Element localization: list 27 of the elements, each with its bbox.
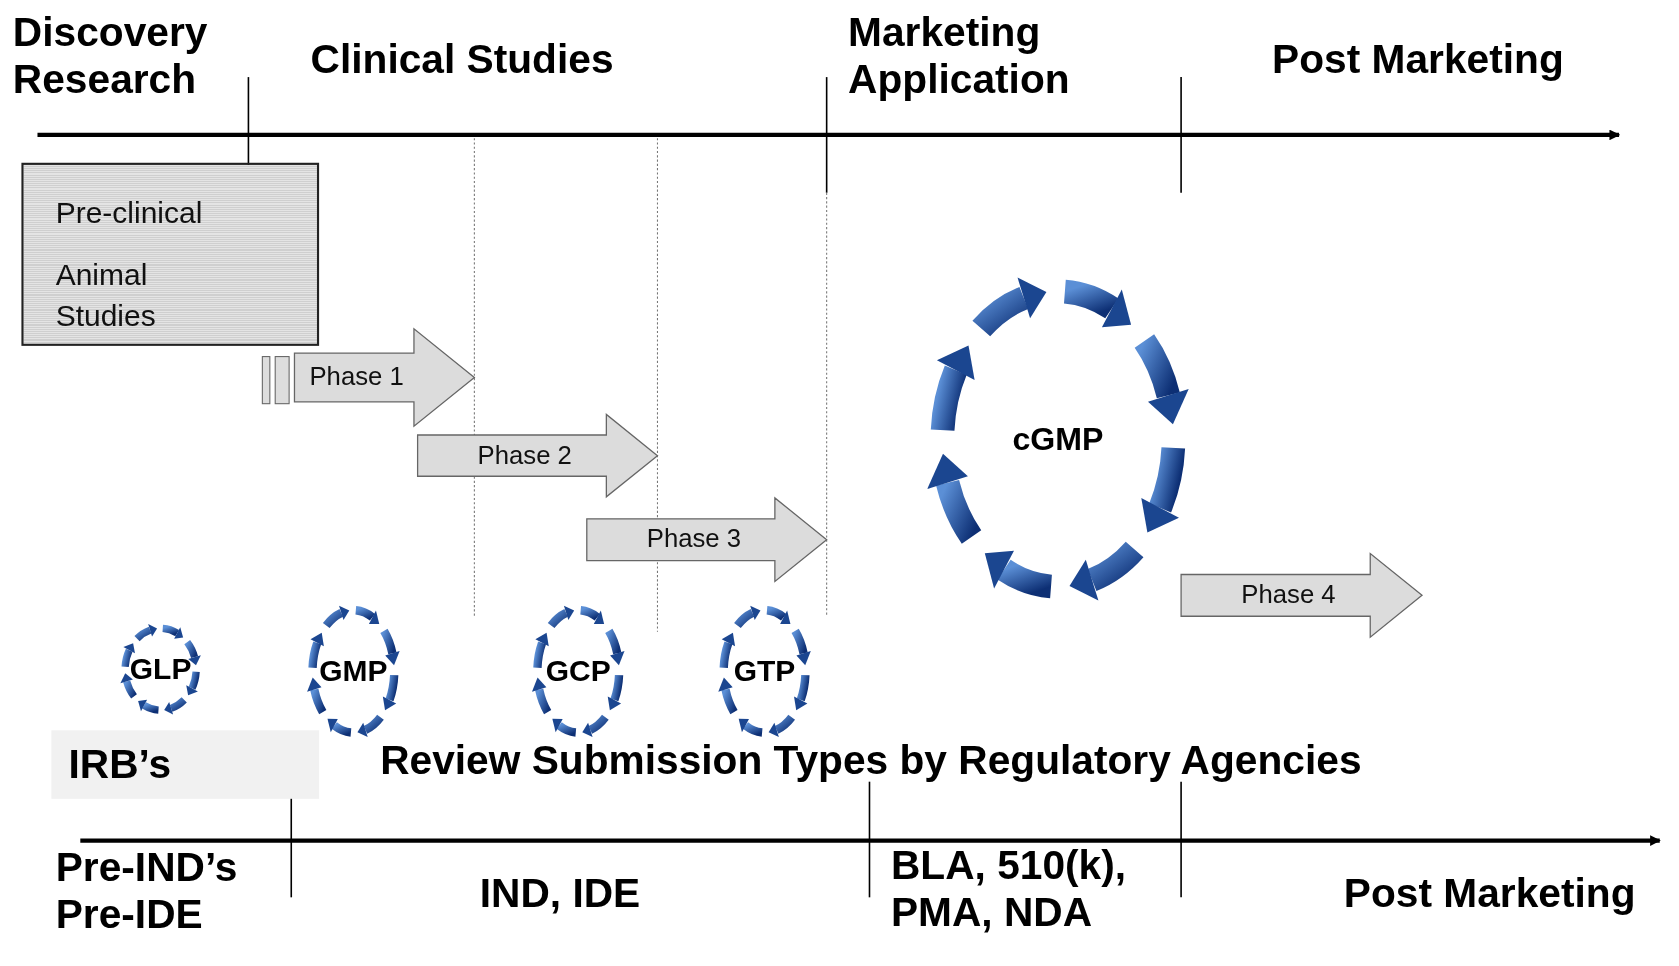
timeline-label: Discovery Research [12, 8, 209, 103]
cycle-label: cGMP [1012, 420, 1104, 458]
timeline-label: Post Marketing [1343, 869, 1636, 917]
timeline-label: Marketing Application [848, 8, 1071, 103]
timeline-label: Post Marketing [1272, 35, 1564, 83]
panel-label: IRB’s [68, 741, 172, 789]
phase-banner [1181, 553, 1422, 638]
phase-label: Phase 1 [309, 361, 404, 392]
timeline-label: Pre-IND’s Pre-IDE [55, 843, 239, 938]
cycle-label: GMP [319, 654, 388, 689]
phase-label: Phase 3 [646, 523, 742, 554]
cycle-label: GTP [733, 654, 796, 689]
timeline-label: IND, IDE [479, 869, 641, 917]
box-text: Animal Studies [55, 257, 157, 334]
timeline-label: Clinical Studies [310, 35, 614, 83]
phase-banner [294, 328, 475, 427]
box-text: Pre-clinical [55, 194, 203, 232]
timeline-label: BLA, 510(k), PMA, NDA [890, 841, 1128, 936]
phase-banner [586, 497, 827, 582]
cycle-label: GCP [545, 654, 611, 689]
phase-label: Phase 4 [1241, 579, 1336, 610]
shaded-panel [51, 730, 320, 799]
cycle-label: GLP [129, 652, 192, 687]
phase-label: Phase 2 [477, 439, 572, 470]
preclinical-box [21, 162, 320, 346]
timeline-label: Review Submission Types by Regulatory Agencies [380, 736, 1362, 784]
phase-banner [417, 414, 658, 497]
